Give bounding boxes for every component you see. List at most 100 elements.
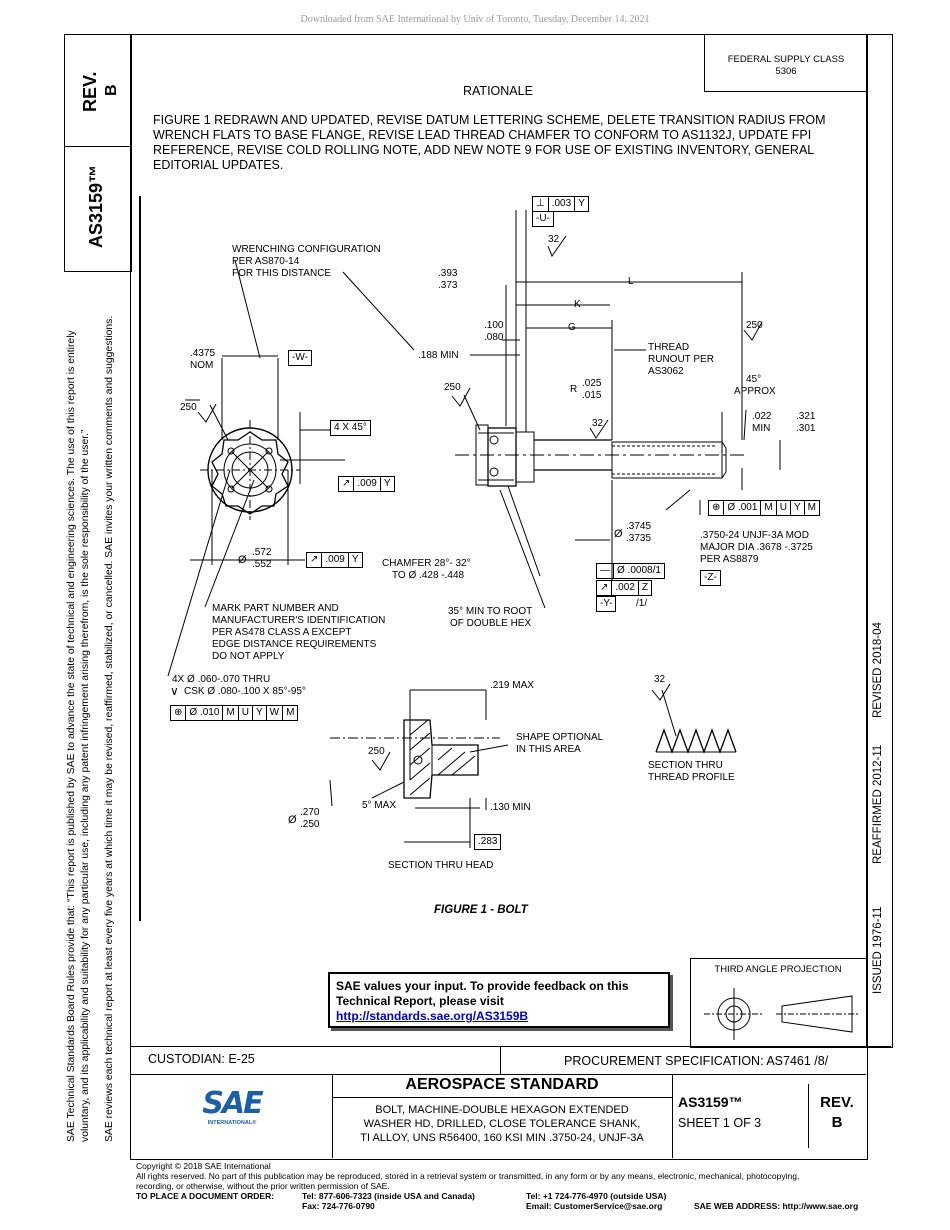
- phi-572: Ø: [238, 554, 247, 566]
- dim-l: L: [628, 276, 634, 287]
- rationale-line-3: REFERENCE, REVISE COLD ROLLING NOTE, ADD…: [153, 143, 815, 157]
- footer-tel-usa: Tel: 877-606-7323 (inside USA and Canada…: [302, 1191, 475, 1201]
- root-note-2: OF DOUBLE HEX: [450, 618, 532, 629]
- dim-080: .080: [484, 332, 504, 343]
- chamfer-note-1: CHAMFER 28°- 32°: [382, 558, 471, 569]
- dim-393: .393: [438, 268, 458, 279]
- shape-note-2: IN THIS AREA: [516, 744, 581, 755]
- rationale-line-4: EDITORIAL UPDATES.: [153, 158, 284, 172]
- figure-caption: FIGURE 1 - BOLT: [434, 904, 528, 916]
- approx: APPROX: [734, 386, 776, 397]
- radius-025: .025: [582, 378, 602, 389]
- mark-note-4: EDGE DISTANCE REQUIREMENTS: [212, 639, 377, 650]
- projection-box: [690, 958, 868, 1048]
- footer-tel-intl: Tel: +1 724-776-4970 (outside USA): [526, 1191, 667, 1201]
- dim-552: .552: [252, 559, 272, 570]
- datum-w: -W-: [288, 350, 312, 366]
- download-notice: Downloaded from SAE International by Uni…: [300, 14, 650, 25]
- title-doc-number: AS3159™: [678, 1094, 743, 1110]
- thread-spec-2: MAJOR DIA .3678 -.3725: [700, 542, 813, 553]
- phi-270: Ø: [288, 814, 297, 826]
- wrenching-note-3: FOR THIS DISTANCE: [232, 268, 332, 279]
- finish-250-a: 250: [180, 402, 197, 413]
- dim-572: .572: [252, 547, 272, 558]
- hole-note-2: CSK Ø .080-.100 X 85°-95°: [184, 686, 306, 697]
- mark-note-2: MANUFACTURER'S IDENTIFICATION: [212, 615, 386, 626]
- datum-z: -Z-: [700, 570, 721, 586]
- dim-130-min: .130 MIN: [490, 802, 531, 813]
- angle-5-max: 5° MAX: [362, 800, 397, 811]
- dim-3735: .3735: [626, 533, 652, 544]
- dim-4375: .4375: [190, 348, 216, 359]
- federal-supply-number: 5306: [775, 66, 797, 77]
- section-thread-1: SECTION THRU: [648, 760, 723, 771]
- footer-rights-2: recording, or otherwise, without the pri…: [136, 1181, 390, 1191]
- change-bar: [139, 196, 141, 921]
- rationale-line-2: WRENCH FLATS TO BASE FLANGE, REVISE LEAD…: [153, 128, 812, 142]
- note-flag-1: /1/: [636, 598, 648, 609]
- phi-3745: Ø: [614, 528, 623, 540]
- dim-301: .301: [796, 423, 816, 434]
- sae-logo-sub: INTERNATIONAL®: [207, 1120, 257, 1126]
- thread-runout-1: THREAD: [648, 342, 690, 353]
- footer-order-label: TO PLACE A DOCUMENT ORDER:: [136, 1191, 275, 1201]
- footer-email: Email: CustomerService@sae.org: [526, 1201, 663, 1211]
- feedback-line-1: SAE values your input. To provide feedba…: [336, 979, 629, 993]
- dim-250: .250: [300, 819, 320, 830]
- feedback-line-2: Technical Report, please visit: [336, 994, 504, 1008]
- mark-note-5: DO NOT APPLY: [212, 651, 285, 662]
- title-rev-value: B: [831, 1114, 843, 1131]
- title-desc-3: TI ALLOY, UNS R56400, 160 KSI MIN .3750-…: [360, 1132, 644, 1144]
- sidebar-frame: [64, 34, 132, 272]
- projection-title: THIRD ANGLE PROJECTION: [714, 964, 842, 975]
- dim-270: .270: [300, 807, 320, 818]
- sae-logo: SAE INTERNATIONAL®: [196, 1086, 268, 1127]
- dim-321: .321: [796, 411, 816, 422]
- rationale-line-1: FIGURE 1 REDRAWN AND UPDATED, REVISE DAT…: [153, 113, 826, 127]
- dim-188-min: .188 MIN: [418, 350, 459, 361]
- aerospace-standard: AEROSPACE STANDARD: [405, 1076, 599, 1093]
- sae-logo-mark: SAE: [202, 1086, 263, 1121]
- datum-u: -U-: [532, 211, 554, 227]
- title-sheet: SHEET 1 OF 3: [678, 1116, 762, 1130]
- footer-web: SAE WEB ADDRESS: http://www.sae.org: [694, 1201, 859, 1211]
- thread-spec-3: PER AS8879: [700, 554, 759, 565]
- dim-k: K: [574, 299, 581, 310]
- title-desc-1: BOLT, MACHINE-DOUBLE HEXAGON EXTENDED: [375, 1104, 629, 1116]
- root-note-1: 35° MIN TO ROOT: [448, 606, 533, 617]
- dim-219-max: .219 MAX: [490, 680, 534, 691]
- main-frame: [130, 34, 868, 1160]
- finish-250-c: 250: [746, 320, 763, 331]
- angle-45: 45°: [746, 374, 762, 385]
- custodian: CUSTODIAN: E-25: [148, 1052, 255, 1066]
- chamfer-4x45: 4 X 45°: [330, 420, 371, 436]
- dim-nom: NOM: [190, 360, 214, 371]
- federal-supply-class: FEDERAL SUPPLY CLASS: [727, 54, 845, 65]
- mark-note-1: MARK PART NUMBER AND: [212, 603, 339, 614]
- chamfer-note-2: TO Ø .428 -.448: [392, 570, 465, 581]
- finish-32-a: 32: [548, 234, 560, 245]
- basic-283: .283: [474, 834, 502, 850]
- section-thread-2: THREAD PROFILE: [648, 772, 735, 783]
- shape-note-1: SHAPE OPTIONAL: [516, 732, 604, 743]
- procurement-spec: PROCUREMENT SPECIFICATION: AS7461 /8/: [564, 1054, 829, 1068]
- fc-straight: —Ø .0008/1: [596, 563, 665, 579]
- dim-100: .100: [484, 320, 504, 331]
- title-desc-2: WASHER HD, DRILLED, CLOSE TOLERANCE SHAN…: [363, 1118, 641, 1130]
- radius-015: .015: [582, 390, 602, 401]
- wrenching-note-1: WRENCHING CONFIGURATION: [232, 244, 381, 255]
- datum-y: -Y-: [596, 596, 617, 612]
- finish-250-d: 250: [368, 746, 385, 757]
- feedback-link[interactable]: http://standards.sae.org/AS3159B: [336, 1009, 529, 1023]
- projection-symbol: [704, 988, 858, 1040]
- thread-runout-2: RUNOUT PER: [648, 354, 714, 365]
- head-end-view: [167, 259, 345, 677]
- finish-250-b: 250: [444, 382, 461, 393]
- hole-note-1: 4X Ø .060-.070 THRU: [172, 674, 271, 685]
